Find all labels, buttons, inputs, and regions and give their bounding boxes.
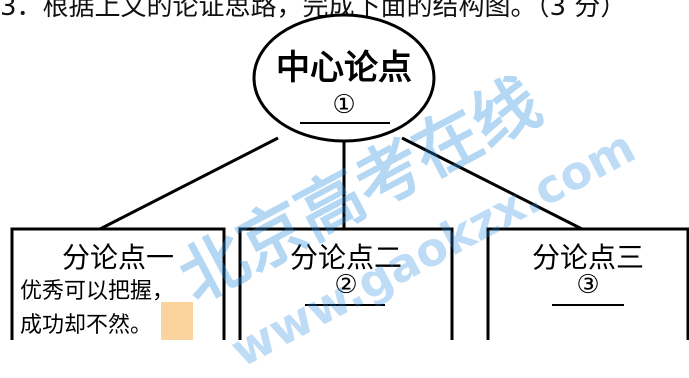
- point-2-title: 分论点二: [289, 241, 402, 274]
- point-2-mark: ②: [334, 270, 358, 300]
- box-point-3: [486, 227, 689, 340]
- point-1-note-line-1: 优秀可以把握，: [20, 279, 175, 304]
- center-mark: ①: [332, 90, 356, 120]
- question-header: 3．根据上文的论证思路，完成下面的结构图。（3 分）: [0, 0, 627, 22]
- point-3-title: 分论点三: [531, 241, 644, 274]
- structure-diagram: [10, 13, 689, 340]
- box-point-1: [10, 227, 226, 340]
- point-2-blank: [305, 304, 385, 306]
- center-blank: [300, 122, 390, 124]
- box-point-2: [238, 227, 454, 340]
- point-1-note-line-2: 成功却不然。: [20, 313, 153, 338]
- point-1-title: 分论点一: [61, 241, 174, 274]
- highlight-mark: [161, 302, 193, 340]
- point-3-blank: [552, 304, 624, 306]
- connector-right: [401, 136, 583, 231]
- point-3-mark: ③: [576, 270, 600, 300]
- connector-left: [99, 136, 279, 231]
- center-title: 中心论点: [276, 48, 412, 88]
